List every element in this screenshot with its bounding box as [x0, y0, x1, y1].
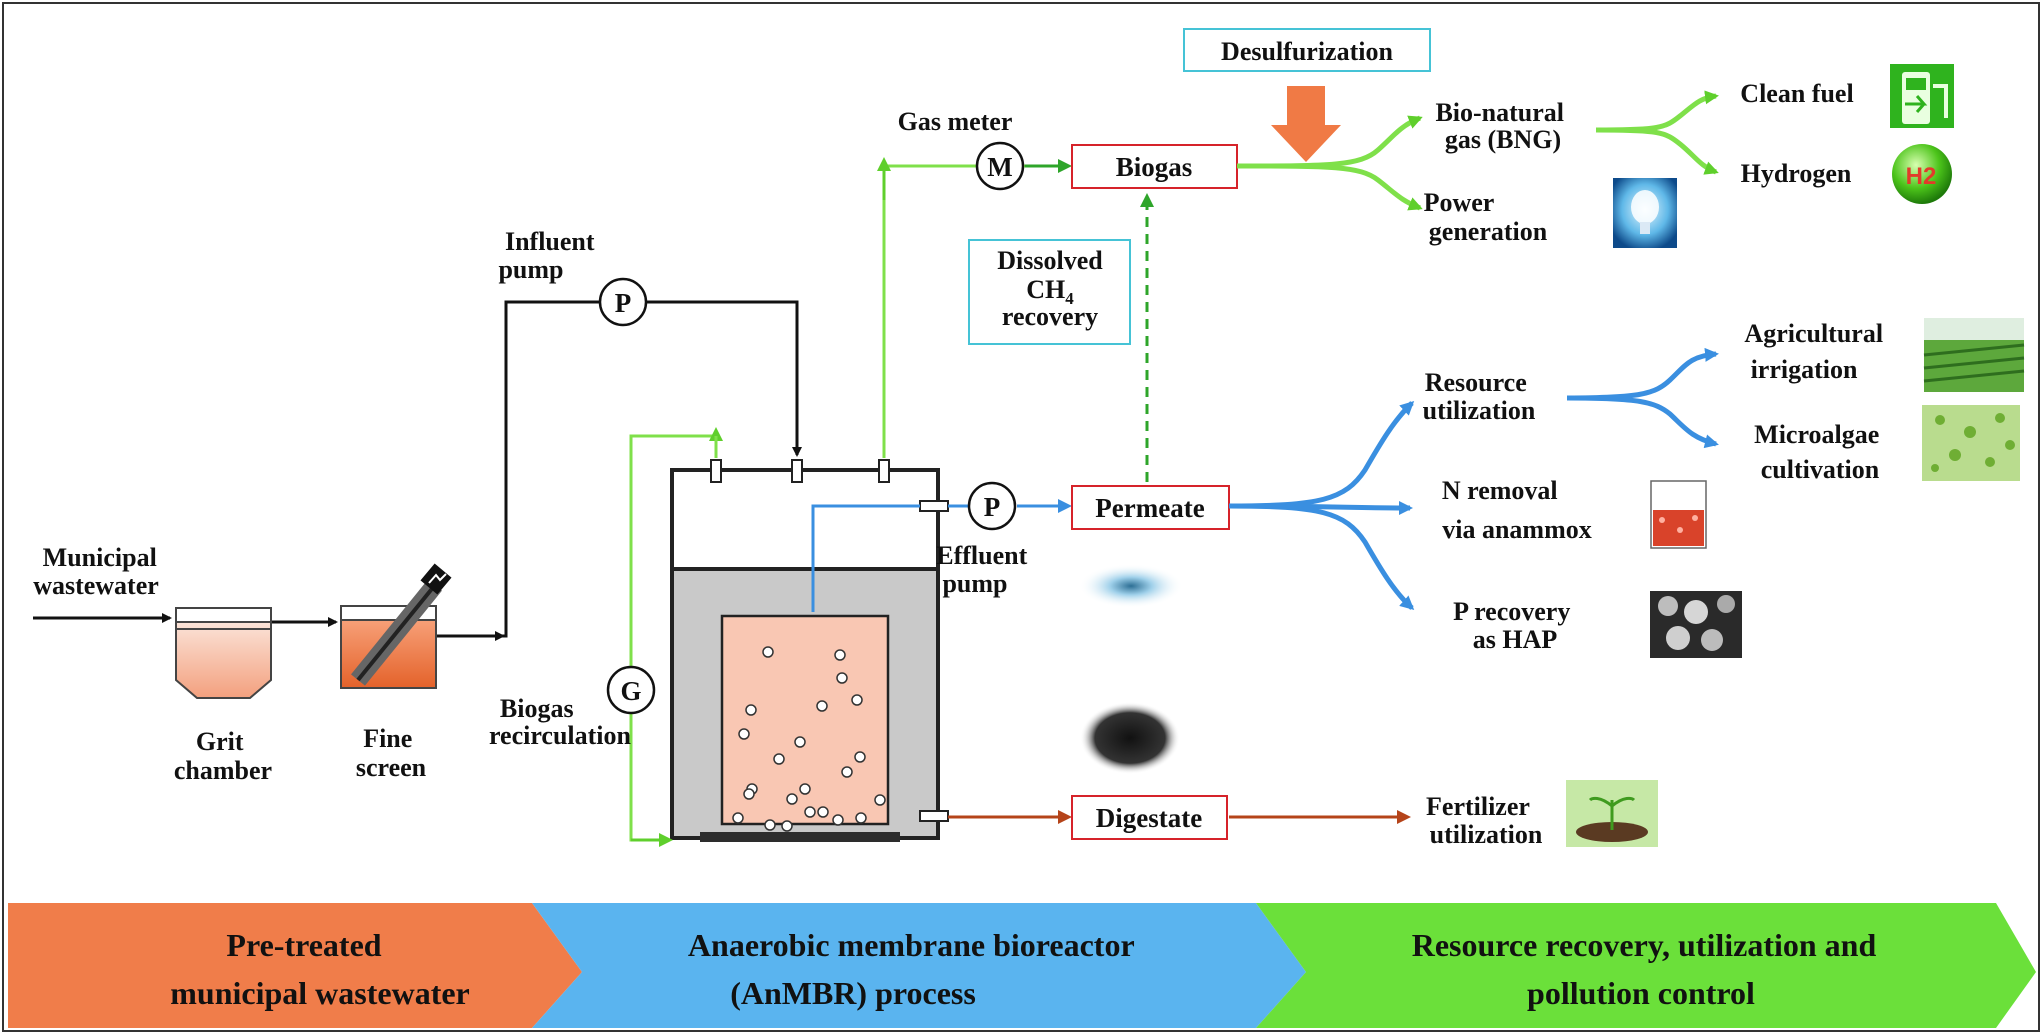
- svg-text:H2: H2: [1906, 163, 1937, 190]
- biogas-branch-power: [1236, 163, 1423, 211]
- resource-branch-microalgae: [1566, 395, 1719, 449]
- influent-pump-icon: [598, 277, 648, 327]
- permeate-water-drop-image: [1079, 564, 1183, 608]
- microalgae-cultivation-label: Microalgae cultivation: [1754, 420, 1886, 484]
- band-anmbr: [532, 903, 1306, 1028]
- grit-chamber-label: Grit chamber: [174, 727, 272, 785]
- band-resource-label: Resource recovery, utilization and pollu…: [1412, 927, 1885, 1011]
- effluent-pump-symbol: P: [984, 492, 1001, 522]
- seedling-hand-image: [1566, 780, 1658, 847]
- gas-meter-icon: [975, 141, 1025, 191]
- microalgae-image: [1922, 405, 2020, 481]
- band-pretreated: [8, 903, 582, 1028]
- biogas-bubbles: [732, 646, 886, 832]
- fertilizer-utilization-label: Fertilizer utilization: [1426, 792, 1543, 849]
- permeate-box-label: Permeate: [1095, 493, 1204, 523]
- light-bulb-icon: [1613, 178, 1677, 248]
- effluent-pump-label: Effluent pump: [936, 541, 1034, 598]
- hydrogen-label: Hydrogen: [1741, 159, 1852, 188]
- bng-label: Bio-natural gas (BNG): [1435, 98, 1570, 154]
- clean-fuel-pump-icon: [1890, 64, 1954, 128]
- anammox-reactor-image: [1650, 480, 1707, 549]
- resource-branch-agri: [1566, 347, 1719, 401]
- clean-fuel-label: Clean fuel: [1740, 79, 1853, 108]
- ch4-formula: CH4: [1026, 275, 1074, 308]
- desulfurization-arrow: [1271, 86, 1341, 162]
- band-anmbr-label: Anaerobic membrane bioreactor (AnMBR) pr…: [688, 927, 1142, 1011]
- anmbr-reactor: [670, 459, 949, 842]
- hydrogen-icon: H2: [1892, 144, 1952, 204]
- hap-crystals-image: [1650, 591, 1742, 658]
- recovery-label: recovery: [1002, 302, 1098, 331]
- agricultural-irrigation-label: Agricultural irrigation: [1744, 319, 1889, 384]
- resource-utilization-label: Resource utilization: [1423, 368, 1536, 425]
- dissolved-ch4-box: [968, 239, 1131, 345]
- dissolved-ch4-label: Dissolved: [997, 246, 1103, 275]
- permeate-box: [1071, 485, 1230, 530]
- fine-screen: [340, 563, 452, 689]
- effluent-pump-icon: [967, 481, 1017, 531]
- n-removal-label: N removal via anammox: [1442, 476, 1592, 544]
- influent-pump-symbol: P: [615, 288, 632, 318]
- digestate-sludge-image: [1080, 702, 1180, 774]
- desulfurization-label: Desulfurization: [1221, 37, 1393, 66]
- band-pretreated-label: Pre-treated municipal wastewater: [170, 927, 470, 1011]
- biogas-box-label: Biogas: [1116, 152, 1193, 182]
- power-generation-label: Power generation: [1424, 188, 1548, 246]
- influent-pump-label: Influent pump: [498, 227, 601, 284]
- desulfurization-box: [1183, 28, 1431, 72]
- p-recovery-label: P recovery as HAP: [1453, 597, 1577, 654]
- digestate-box: [1071, 795, 1228, 840]
- digestate-box-label: Digestate: [1096, 803, 1202, 833]
- permeate-branch-resource: [1228, 400, 1415, 509]
- grit-chamber: [175, 607, 272, 699]
- gas-meter-symbol: M: [987, 152, 1012, 182]
- recirculation-gas-pump-symbol: G: [620, 676, 641, 706]
- bng-branch-hydrogen: [1595, 127, 1719, 175]
- permeate-branch-p-recovery: [1228, 503, 1415, 610]
- recirculation-gas-pump-icon: [606, 665, 656, 715]
- bng-branch-clean-fuel: [1595, 90, 1719, 133]
- biogas-recirculation-label: Biogas recirculation: [489, 694, 632, 750]
- band-resource-recovery: [1256, 903, 2036, 1028]
- gas-meter-label: Gas meter: [898, 107, 1013, 136]
- agricultural-irrigation-image: [1923, 318, 2025, 392]
- permeate-line: [811, 504, 920, 612]
- municipal-wastewater-label: Municipal wastewater: [33, 543, 163, 600]
- fine-screen-label: Fine screen: [356, 724, 427, 782]
